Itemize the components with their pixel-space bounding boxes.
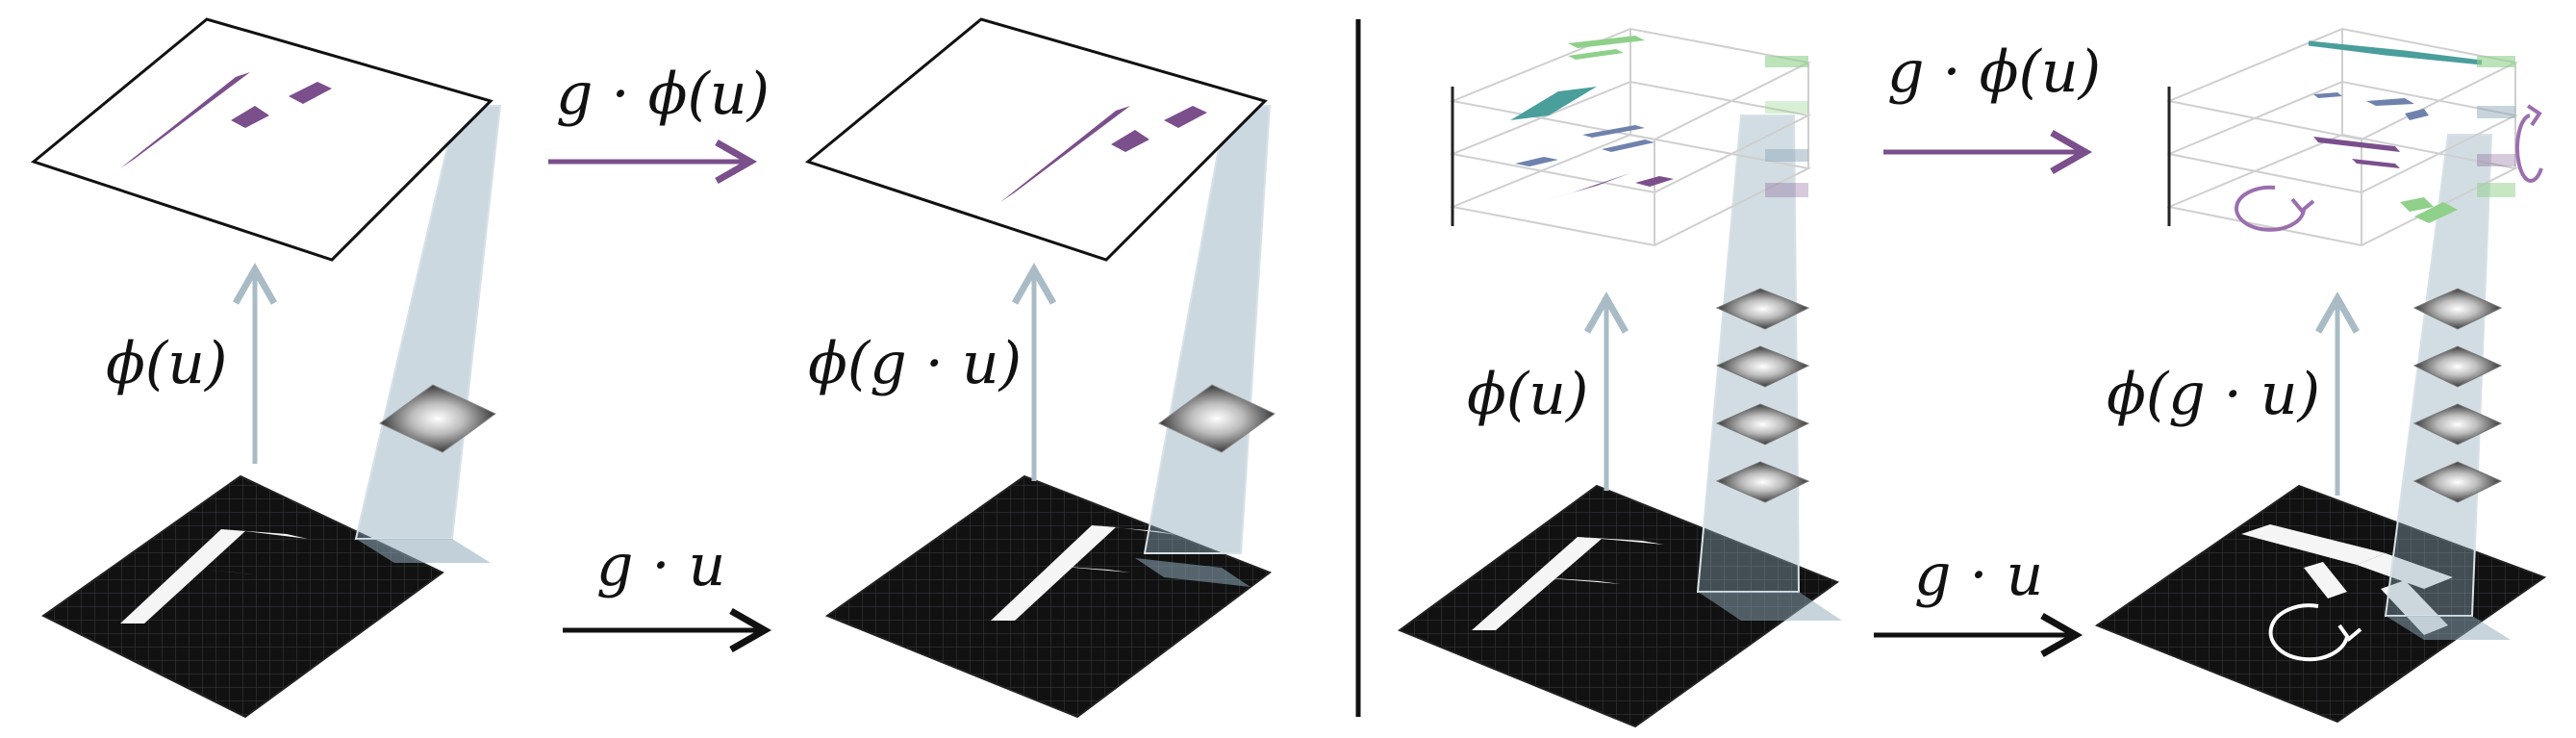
label-g-phi-u-left: g · ϕ(u): [556, 61, 770, 128]
feature-plane-original: [30, 17, 493, 262]
circular-arrow-icon: [2235, 185, 2315, 232]
receptive-field-column-2: [1135, 105, 1275, 587]
receptive-field-column-1: [354, 105, 502, 563]
label-phi-u-left: ϕ(u): [106, 330, 227, 397]
receptive-field-column-3: [1696, 115, 1842, 621]
input-plane-original-rot: [1397, 484, 1840, 728]
input-plane-translated: [824, 474, 1273, 719]
feature-stack-rotated: [2165, 27, 2519, 247]
input-plane-original: [41, 474, 444, 719]
feature-stack-original: [1449, 27, 1812, 247]
receptive-field-column-4: [2384, 134, 2511, 640]
label-phi-gu-right: ϕ(g · u): [2107, 361, 2320, 428]
input-plane-rotated: [2094, 484, 2547, 724]
label-g-u-right: g · u: [1914, 542, 2043, 609]
label-g-phi-u-right: g · ϕ(u): [1887, 38, 2101, 106]
feature-plane-translated: [804, 17, 1268, 262]
circular-arrow-icon: [2515, 104, 2543, 183]
label-phi-u-right: ϕ(u): [1467, 361, 1588, 428]
circular-arrow-icon: [2268, 603, 2362, 662]
label-g-u-left: g · u: [596, 532, 725, 599]
label-phi-gu-left: ϕ(g · u): [808, 330, 1022, 397]
